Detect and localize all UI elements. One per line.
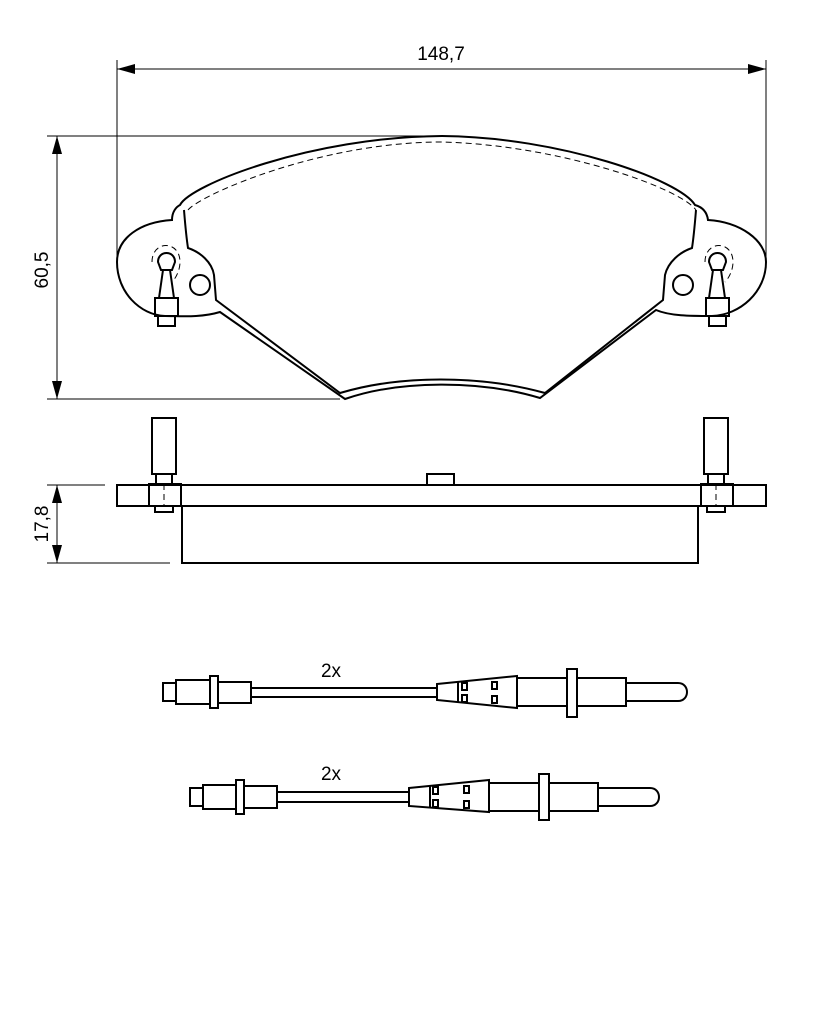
- sensor-2-window-1: [432, 786, 439, 795]
- sensor-2-body: [488, 782, 540, 812]
- sensor-clip-left-tip: [157, 315, 176, 327]
- side-clip-right-collar: [700, 483, 734, 507]
- side-clip-left-neck: [155, 473, 173, 485]
- height-arrow-top: [52, 136, 62, 154]
- side-view: 17,8: [32, 417, 767, 564]
- sensor-clip-left-body: [154, 297, 179, 317]
- sensor-1-taper: [436, 674, 518, 710]
- height-dimension-label: 60,5: [32, 252, 53, 289]
- sensor-clip-right: [704, 245, 734, 327]
- side-clip-left: [148, 417, 182, 513]
- sensor-2-taper: [408, 778, 490, 814]
- sensor-2-quantity-label: 2x: [321, 764, 342, 785]
- width-dimension-label: 148,7: [417, 44, 465, 65]
- sensor-clip-left-stem-l: [158, 269, 164, 299]
- sensor-clip-left-stem-r: [169, 269, 175, 299]
- center-tab: [426, 473, 455, 486]
- friction-material-side: [181, 506, 699, 564]
- side-clip-left-top: [151, 417, 177, 475]
- mounting-hole-right: [672, 274, 694, 296]
- thickness-dimension: 17,8: [32, 484, 170, 564]
- sensor-clip-left-dashed: [151, 245, 181, 283]
- lining-contour: [183, 209, 697, 395]
- width-arrow-left: [117, 64, 135, 74]
- sensor-2-window-4: [463, 800, 470, 809]
- sensor-1-plug: [175, 679, 211, 705]
- width-arrow-right: [748, 64, 766, 74]
- sensor-1-connector: [217, 681, 252, 704]
- height-arrow-bottom: [52, 381, 62, 399]
- sensor-2-plug-tip: [189, 787, 204, 807]
- friction-material-outline: [187, 141, 697, 211]
- sensor-1-collar: [566, 668, 578, 718]
- mounting-hole-left: [189, 274, 211, 296]
- sensor-clip-right-head: [707, 252, 728, 271]
- sensor-1-probe: [626, 682, 688, 702]
- side-clip-left-collar: [148, 483, 182, 507]
- side-clip-right-foot: [706, 505, 726, 513]
- width-dimension: 148,7: [116, 44, 767, 262]
- sensor-clip-right-stem-r: [720, 269, 726, 299]
- sensor-1-plug-tip: [162, 682, 177, 702]
- sensor-2-window-2: [432, 799, 439, 808]
- thickness-arrow-top: [52, 485, 62, 503]
- sensor-2-flange: [235, 779, 245, 815]
- side-clip-right-neck: [707, 473, 725, 485]
- side-clip-right-top: [703, 417, 729, 475]
- thickness-arrow-bottom: [52, 545, 62, 563]
- sensor-1-window-3: [491, 681, 498, 690]
- sensor-1-window-2: [461, 694, 468, 703]
- sensor-clip-left-head: [156, 252, 177, 271]
- sensor-2-housing: [548, 782, 599, 812]
- sensor-1-window-1: [461, 682, 468, 691]
- sensor-2-window-3: [463, 785, 470, 794]
- sensor-clip-right-dashed: [704, 245, 734, 283]
- sensor-2-connector: [243, 785, 278, 809]
- sensor-2-collar: [538, 773, 550, 821]
- wear-sensor-1: 2x: [162, 661, 688, 718]
- sensor-1-body: [516, 677, 568, 707]
- sensor-clip-right-tip: [708, 315, 727, 327]
- sensor-1-quantity-label: 2x: [321, 661, 342, 682]
- sensor-1-flange: [209, 675, 219, 709]
- sensor-clip-left: [151, 245, 181, 327]
- height-dimension: 60,5: [32, 135, 445, 400]
- side-clip-right: [700, 417, 734, 513]
- sensor-2-plug: [202, 784, 237, 810]
- sensor-2-probe: [598, 787, 660, 807]
- side-clip-left-foot: [154, 505, 174, 513]
- front-view: 148,7 60,5: [32, 44, 768, 401]
- thickness-dimension-label: 17,8: [32, 506, 53, 543]
- wear-sensor-2: 2x: [189, 764, 660, 821]
- sensor-clip-right-stem-l: [708, 269, 714, 299]
- sensor-1-window-4: [491, 695, 498, 704]
- sensor-1-housing: [576, 677, 627, 707]
- backing-plate-side: [116, 484, 767, 507]
